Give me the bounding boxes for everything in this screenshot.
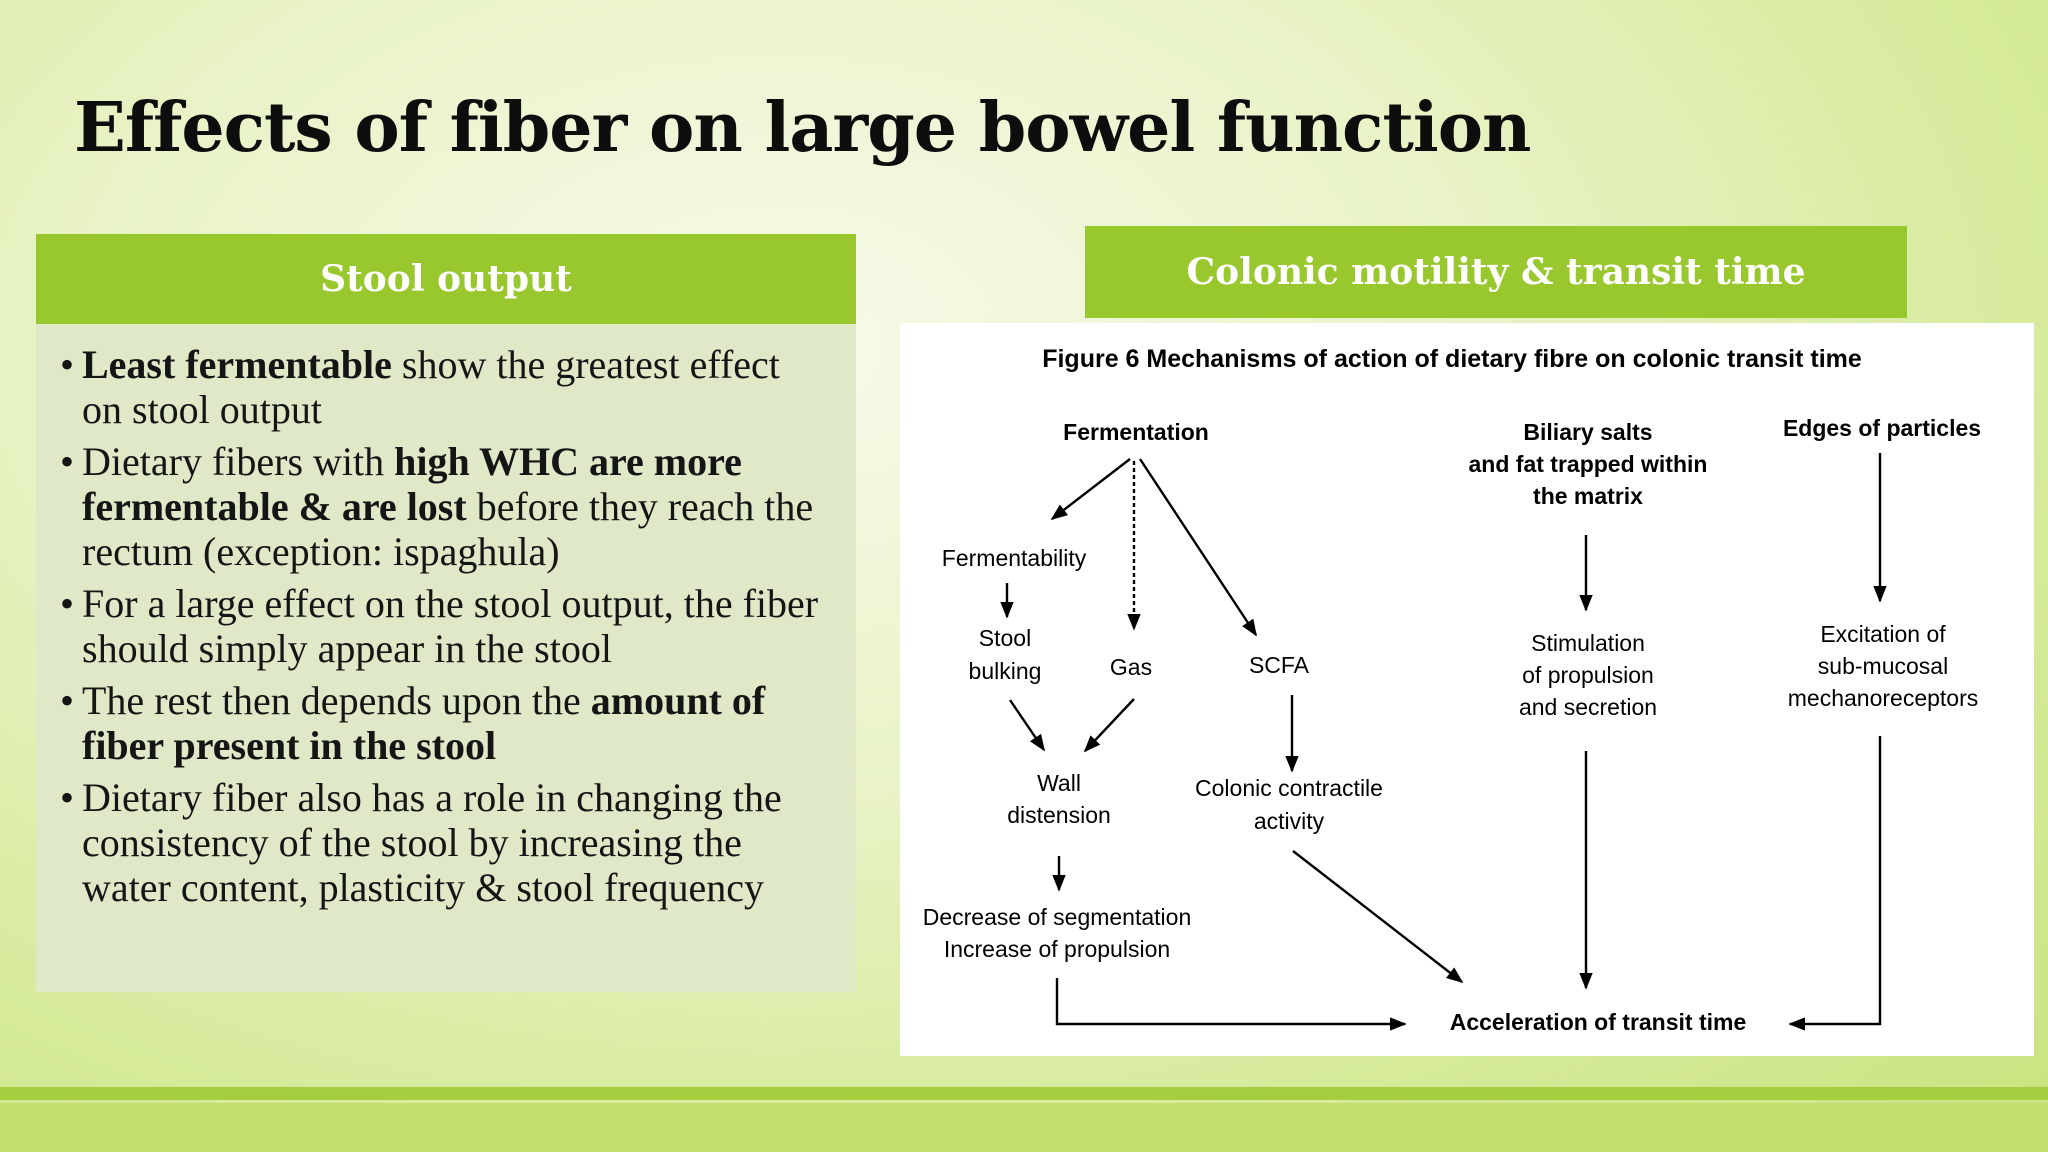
arrow-gas-wall	[1083, 698, 1135, 753]
node-scfa: SCFA	[1249, 652, 1310, 678]
node-stimulation-2: of propulsion	[1522, 662, 1654, 688]
bullet-text: show the greatest effect on stool output	[82, 342, 780, 432]
arrow-fermentation-fermentability	[1050, 458, 1131, 521]
footer-band	[0, 1103, 2048, 1152]
slide-title: Effects of fiber on large bowel function	[74, 88, 1531, 168]
stool-output-panel: Least fermentable show the greatest effe…	[36, 324, 856, 992]
node-acceleration-transit: Acceleration of transit time	[1450, 1009, 1747, 1035]
bullet-text: For a large effect on the stool output, …	[82, 581, 819, 671]
node-fermentability: Fermentability	[942, 545, 1087, 571]
bullet-item: Least fermentable show the greatest effe…	[60, 342, 828, 432]
mechanism-diagram: Figure 6 Mechanisms of action of dietary…	[923, 345, 1981, 1035]
bullet-item: Dietary fibers with high WHC are more fe…	[60, 439, 828, 574]
bullet-item: For a large effect on the stool output, …	[60, 581, 828, 671]
bullet-text: Dietary fiber also has a role in changin…	[82, 775, 782, 910]
node-increase-propulsion: Increase of propulsion	[944, 936, 1170, 962]
arrow-decrease-acceleration	[1055, 978, 1407, 1031]
stool-output-heading: Stool output	[36, 234, 856, 324]
arrow-stool-wall	[1009, 699, 1045, 752]
bullet-text: Dietary fibers with	[82, 439, 395, 484]
bullet-text: before they reach the rectum (exception:…	[82, 484, 814, 574]
bullet-bold-text: Least fermentable	[82, 342, 392, 387]
node-fermentation: Fermentation	[1063, 419, 1209, 445]
node-stimulation-3: and secretion	[1519, 694, 1657, 720]
node-wall-distension-2: distension	[1007, 802, 1111, 828]
mechanism-figure: Figure 6 Mechanisms of action of dietary…	[900, 323, 2034, 1056]
figure-caption: Figure 6 Mechanisms of action of dietary…	[1042, 345, 1862, 373]
arrow-colonic-acceleration	[1292, 850, 1464, 984]
node-biliary-fat: and fat trapped within	[1469, 451, 1708, 477]
node-edges-of-particles: Edges of particles	[1783, 415, 1981, 441]
arrow-fermentation-scfa	[1138, 458, 1258, 637]
bullet-text: The rest then depends upon the	[82, 678, 591, 723]
node-excitation-2: sub-mucosal	[1818, 653, 1948, 679]
node-colonic-activity-1: Colonic contractile	[1195, 775, 1383, 801]
node-wall-distension-1: Wall	[1037, 770, 1081, 796]
node-biliary-salts: Biliary salts	[1523, 419, 1652, 445]
colonic-motility-heading-text: Colonic motility & transit time	[1186, 251, 1806, 293]
node-stool-bulking-1: Stool	[979, 625, 1031, 651]
stool-output-bullet-list: Least fermentable show the greatest effe…	[60, 342, 828, 910]
footer-accent-bar	[0, 1087, 2048, 1100]
node-excitation-3: mechanoreceptors	[1788, 685, 1979, 711]
node-gas: Gas	[1110, 654, 1152, 680]
node-stimulation-1: Stimulation	[1531, 630, 1645, 656]
bullet-item: The rest then depends upon the amount of…	[60, 678, 828, 768]
node-colonic-activity-2: activity	[1254, 808, 1325, 834]
colonic-motility-heading: Colonic motility & transit time	[1085, 226, 1907, 318]
node-excitation-1: Excitation of	[1820, 621, 1946, 647]
node-decrease-segmentation: Decrease of segmentation	[923, 904, 1192, 930]
bullet-bold-text: high WHC are more fermentable & are lost	[82, 439, 742, 529]
stool-output-heading-text: Stool output	[320, 258, 572, 300]
arrow-excitation-acceleration	[1788, 736, 1882, 1031]
node-biliary-matrix: the matrix	[1533, 483, 1643, 509]
node-stool-bulking-2: bulking	[969, 658, 1042, 684]
bullet-bold-text: amount of fiber present in the stool	[82, 678, 766, 768]
bullet-item: Dietary fiber also has a role in changin…	[60, 775, 828, 910]
